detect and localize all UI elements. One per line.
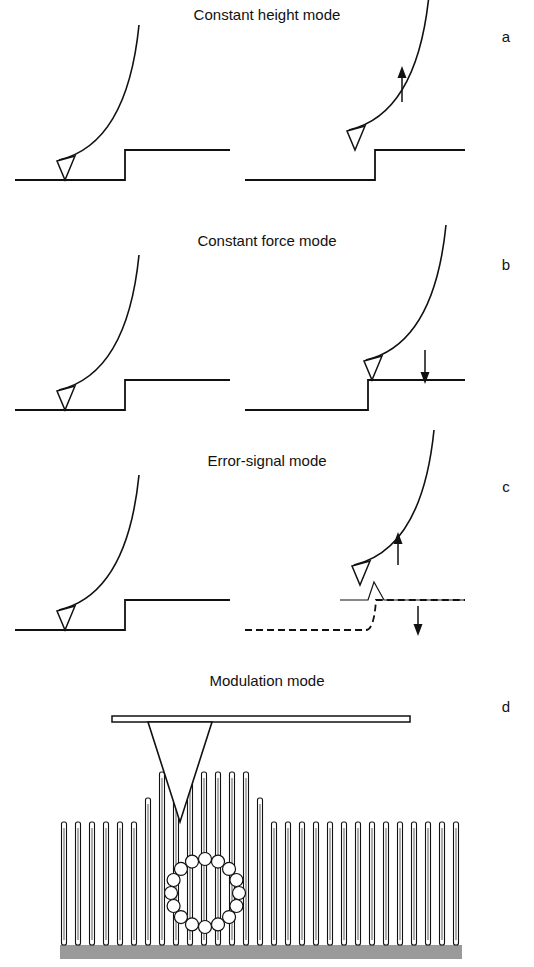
surface-step — [15, 380, 230, 410]
mode-title: Constant height mode — [0, 6, 534, 24]
motion-arrow — [417, 606, 419, 630]
cantilever — [347, 0, 429, 150]
motion-arrow — [401, 72, 403, 102]
panel-letter: b — [494, 256, 518, 274]
surface-step — [15, 600, 230, 630]
surface-step — [245, 380, 465, 410]
surface-dashed — [245, 600, 465, 630]
particle-ring — [165, 853, 246, 934]
cantilever — [57, 255, 139, 410]
panel-letter: d — [494, 698, 518, 716]
mode-title: Error-signal mode — [0, 452, 534, 470]
motion-arrow — [424, 350, 426, 378]
surface-step — [15, 150, 230, 180]
molecule-rods — [62, 772, 459, 945]
surface-step — [245, 150, 465, 180]
mode-title: Constant force mode — [0, 232, 534, 250]
substrate — [60, 945, 462, 959]
tip — [148, 722, 212, 822]
panel-letter: c — [494, 478, 518, 496]
cantilever — [57, 25, 139, 180]
cantilever — [364, 225, 446, 380]
error-signal-trace — [340, 582, 465, 600]
mode-title: Modulation mode — [0, 672, 534, 690]
cantilever-beam — [112, 716, 410, 722]
cantilever — [352, 430, 434, 585]
motion-arrow — [397, 538, 399, 565]
panel-letter: a — [494, 28, 518, 46]
cantilever — [57, 475, 139, 630]
